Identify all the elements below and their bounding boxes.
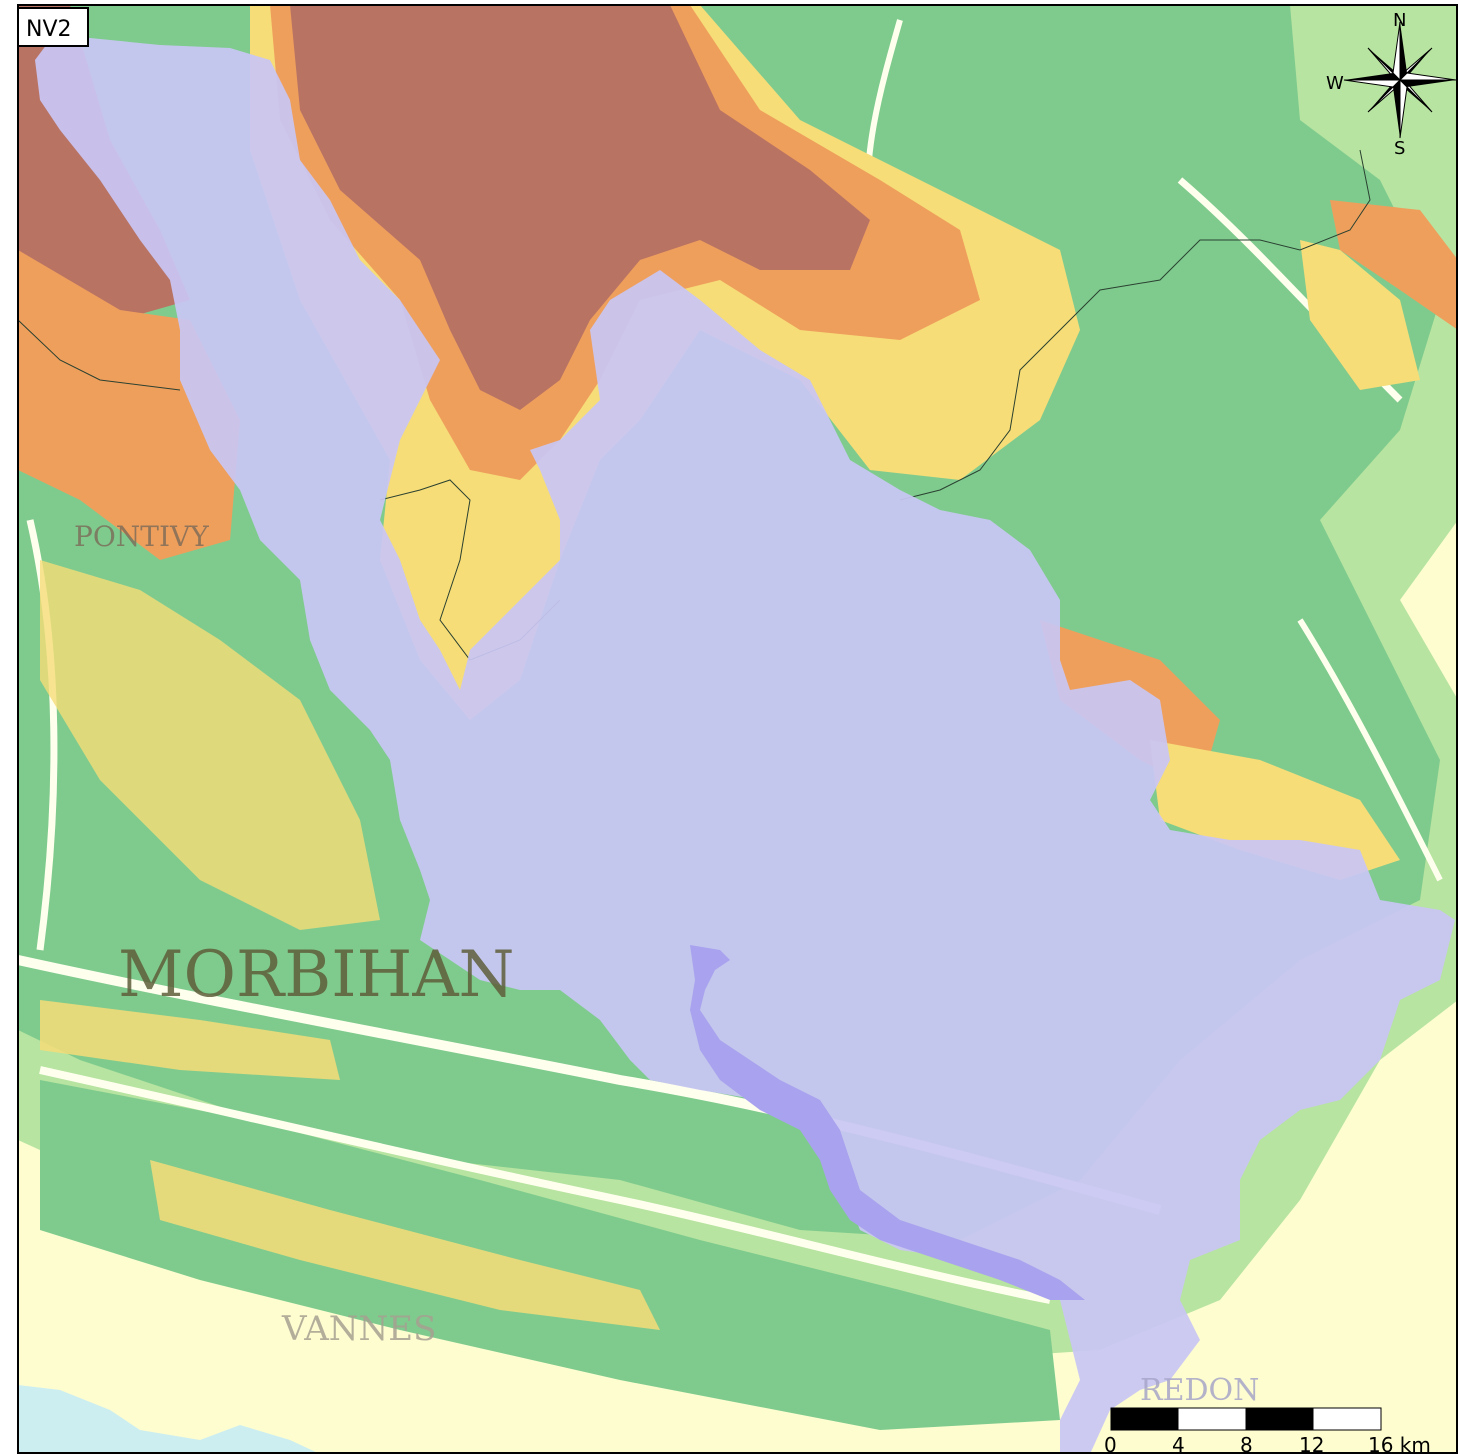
scale-tick-label: 16 km [1368, 1433, 1431, 1454]
scale-tick-label: 8 [1240, 1433, 1253, 1454]
terrain-high-north [290, 5, 870, 410]
river-valley-6 [1297, 618, 1443, 882]
scale-tick-label: 0 [1104, 1433, 1117, 1454]
compass-point-n [1400, 22, 1407, 80]
watershed-basin[interactable] [35, 38, 1455, 1454]
place-label-redon: REDON [1140, 1373, 1259, 1408]
scale-tick-label: 4 [1172, 1433, 1185, 1454]
terrain-ridge-south [40, 1080, 1060, 1430]
compass-point-e [1400, 80, 1456, 87]
terrain-orange-northeast [1330, 200, 1458, 330]
scale-segment-1 [1110, 1407, 1179, 1431]
terrain-yellow-northeast [1300, 240, 1420, 390]
scale-segment-2 [1177, 1407, 1247, 1431]
terrain-yellow-west [40, 560, 380, 930]
panel-label-text: NV2 [26, 17, 72, 42]
scale-segment-3 [1245, 1407, 1314, 1431]
compass-label-north: N [1393, 10, 1406, 31]
terrain-sea [18, 1385, 320, 1454]
place-label-vannes: VANNES [281, 1309, 436, 1349]
panel-label-box: NV2 [17, 7, 89, 47]
compass-point-e-light [1398, 72, 1457, 81]
compass-point-s [1393, 80, 1400, 138]
reservoir-lake [690, 945, 1085, 1300]
map-frame [17, 4, 1458, 1454]
compass-point-w-light [1343, 79, 1402, 88]
compass-label-south: S [1394, 138, 1405, 159]
scale-bar: 0 4 8 12 16 km [1104, 1407, 1431, 1454]
panel-label-background [17, 7, 89, 47]
river-valley-2 [39, 1066, 1051, 1304]
compass-rose-icon: N S W [1326, 10, 1457, 159]
scale-tick-label: 12 [1299, 1433, 1324, 1454]
place-labels: PONTIVY MORBIHAN VANNES REDON [74, 520, 1259, 1408]
terrain-yellow-south [150, 1160, 660, 1330]
terrain-yellow-east [1150, 740, 1400, 880]
compass-point-w [1344, 73, 1400, 80]
scale-segment-4 [1312, 1407, 1382, 1431]
compass-label-west: W [1326, 73, 1344, 94]
place-label-morbihan: MORBIHAN [118, 938, 515, 1012]
place-label-pontivy: PONTIVY [74, 520, 209, 553]
terrain-yellow-southwest [40, 1000, 340, 1080]
